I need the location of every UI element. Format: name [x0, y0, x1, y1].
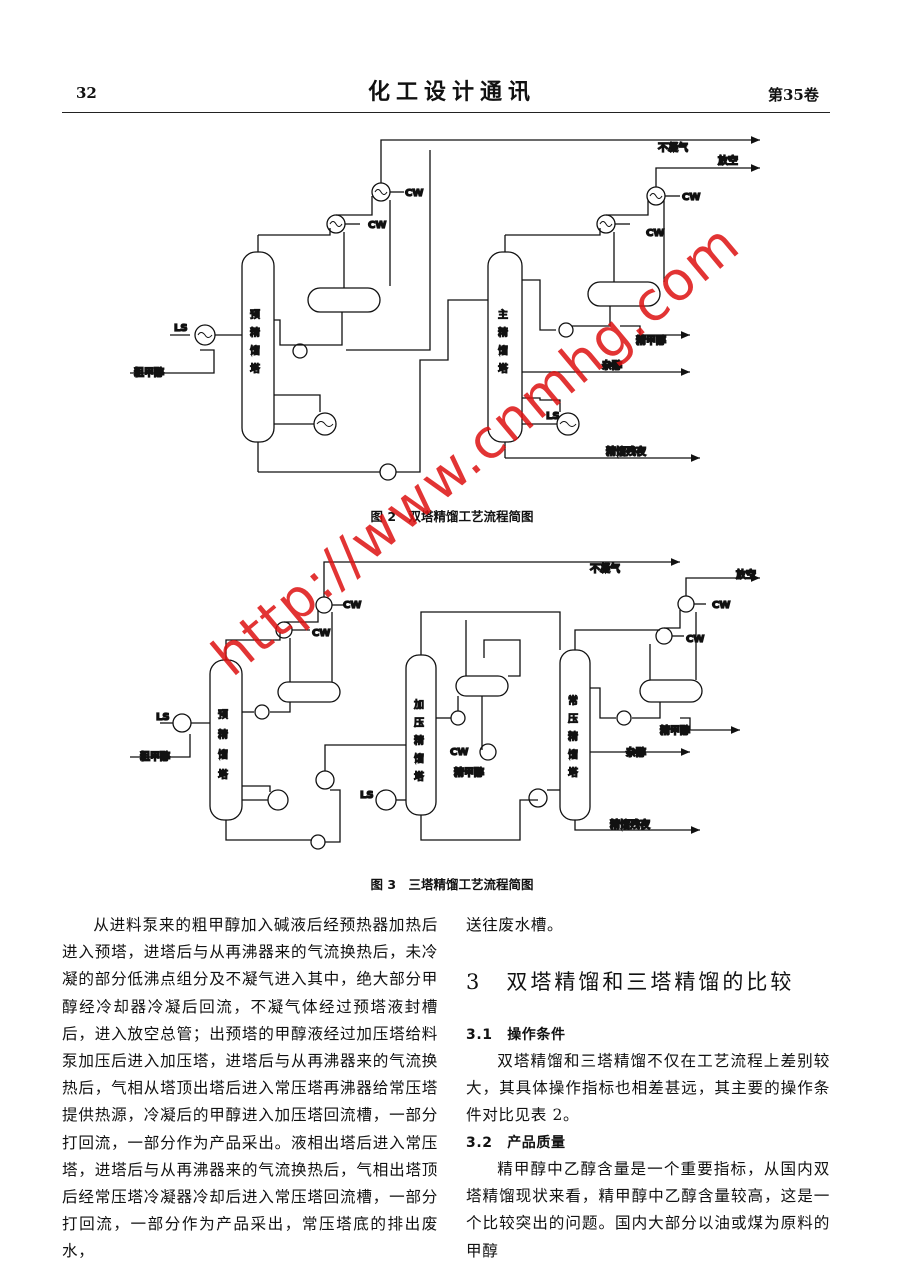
fig3-preheater	[172, 713, 192, 733]
body-paragraph-left: 从进料泵来的粗甲醇加入碱液后经预热器加热后进入预塔，进塔后与从再沸器来的气流换热…	[62, 916, 438, 1261]
fig3-exchanger	[315, 770, 335, 790]
fig2-pre-tower-4: 塔	[250, 362, 260, 375]
fig3-condenser-3	[655, 627, 673, 645]
page-number: 32	[76, 84, 97, 102]
fig3-noncond-label: 不凝气	[590, 562, 620, 575]
fig2-ls-2: LS	[546, 411, 560, 422]
fig3-press-tower-4: 馏	[414, 752, 424, 765]
fig2-pre-tower-2: 精	[250, 326, 260, 339]
header-rule	[62, 112, 830, 113]
fig2-cw-4: CW	[646, 228, 664, 239]
fig3-press-tower-1: 加	[414, 699, 424, 711]
journal-title: 化工设计通讯	[367, 79, 536, 105]
fig3-atm-tower-2: 压	[568, 713, 578, 725]
volume-label: 第35卷	[768, 86, 819, 104]
fig3-reboiler-3	[528, 788, 548, 808]
fig3-press-tower	[405, 654, 437, 816]
left-column: 从进料泵来的粗甲醇加入碱液后经预热器加热后进入预塔，进塔后与从再沸器来的气流换热…	[62, 912, 438, 1266]
right-column-continuation: 送往废水槽。	[466, 912, 830, 939]
fig3-condenser-4	[677, 595, 695, 613]
subsection-3-1-text: 双塔精馏和三塔精馏不仅在工艺流程上差别较大，其具体操作指标也相差甚远，其主要的操…	[466, 1052, 830, 1125]
fig3-ls-2: LS	[360, 790, 374, 801]
fig2-product-label: 精甲醇	[636, 334, 666, 347]
fig2-vent-label: 放空	[717, 154, 738, 167]
fig3-cw-1: CW	[343, 600, 361, 611]
subsection-3-2-title: 3.2 产品质量	[466, 1135, 566, 1151]
figure-3-diagram: 预 精 馏 塔 加 压 精 馏 塔 常 压 精 馏 塔 LS LS CW CW …	[130, 558, 760, 850]
section-3-title: 3 双塔精馏和三塔精馏的比较	[466, 970, 795, 994]
fig2-pre-tower-3: 馏	[250, 344, 260, 357]
fig3-cw-3: CW	[712, 600, 730, 611]
fig2-fusel-label: 杂醇	[602, 359, 622, 372]
fig2-cw-3: CW	[682, 192, 700, 203]
fig3-residue-label: 精馏残夜	[610, 818, 651, 831]
fig3-reflux-drum-2	[455, 675, 509, 697]
fig3-press-tower-5: 塔	[414, 770, 424, 783]
fig3-reflux-drum-3	[639, 679, 703, 703]
fig3-pre-tower-4: 塔	[218, 768, 228, 781]
reflux-drum-2	[587, 281, 661, 307]
fig3-reboiler-1	[267, 789, 289, 811]
fig3-pump-1	[254, 704, 270, 720]
figure-2-caption: 图 2 双塔精馏工艺流程简图	[370, 509, 534, 524]
fig2-noncond-label: 不凝气	[658, 141, 688, 154]
figure-3-caption: 图 3 三塔精馏工艺流程简图	[370, 877, 534, 892]
fig3-pre-tower-1: 预	[218, 709, 228, 721]
fig3-press-tower-3: 精	[414, 734, 424, 747]
fig3-atm-tower-5: 塔	[568, 766, 578, 779]
pump-3	[558, 322, 574, 338]
fig3-cooler	[479, 743, 497, 761]
fig3-cw-4: CW	[686, 634, 704, 645]
pump-1	[292, 343, 308, 359]
reflux-drum-1	[307, 287, 381, 313]
fig3-product-label-2: 精甲醇	[660, 724, 690, 737]
fig3-ls-1: LS	[156, 712, 170, 723]
fig3-pre-tower-3: 馏	[218, 748, 228, 761]
fig3-pump-2	[310, 834, 326, 850]
figure-2-diagram: 预 精 馏 塔 主 精 馏 塔 LS LS CW CW CW CW 粗甲醇 不凝…	[130, 136, 760, 481]
fig2-residue-label: 精馏残夜	[606, 445, 647, 458]
fig3-fusel-label: 杂醇	[626, 746, 646, 759]
subsection-3-1-body: 双塔精馏和三塔精馏不仅在工艺流程上差别较大，其具体操作指标也相差甚远，其主要的操…	[466, 1048, 830, 1130]
fig3-press-tower-2: 压	[414, 717, 424, 729]
fig2-main-tower-1: 主	[498, 309, 508, 321]
fig3-product-label-1: 精甲醇	[454, 766, 484, 779]
fig3-reflux-drum-1	[277, 681, 341, 703]
fig2-pre-tower-1: 预	[250, 309, 260, 321]
fig3-atm-tower-3: 精	[568, 730, 578, 743]
fig2-crude-label: 粗甲醇	[134, 366, 164, 379]
fig2-cw-2: CW	[368, 220, 386, 231]
subsection-3-1-title: 3.1 操作条件	[466, 1027, 566, 1043]
fig3-vent-label: 放空	[735, 568, 756, 581]
subsection-3-2-body: 精甲醇中乙醇含量是一个重要指标，从国内双塔精馏现状来看，精甲醇中乙醇含量较高，这…	[466, 1156, 830, 1265]
fig3-pre-tower-2: 精	[218, 728, 228, 741]
fig3-cw-2: CW	[312, 628, 330, 639]
fig3-pump-4	[616, 710, 632, 726]
fig2-main-tower-3: 馏	[498, 344, 508, 357]
fig2-main-tower-4: 塔	[498, 362, 508, 375]
fig2-cw-1: CW	[405, 188, 423, 199]
fig2-main-tower-2: 精	[498, 326, 508, 339]
fig3-atm-tower-1: 常	[568, 694, 578, 707]
body-continuation: 送往废水槽。	[466, 916, 564, 934]
fig3-reboiler-2	[375, 789, 397, 811]
fig3-crude-label: 粗甲醇	[140, 750, 170, 763]
fig3-cw-5: CW	[450, 747, 468, 758]
fig3-pump-3	[450, 710, 466, 726]
subsection-3-2-text: 精甲醇中乙醇含量是一个重要指标，从国内双塔精馏现状来看，精甲醇中乙醇含量较高，这…	[466, 1160, 830, 1260]
fig3-atm-tower-4: 馏	[568, 748, 578, 761]
fig2-ls-1: LS	[174, 323, 188, 334]
